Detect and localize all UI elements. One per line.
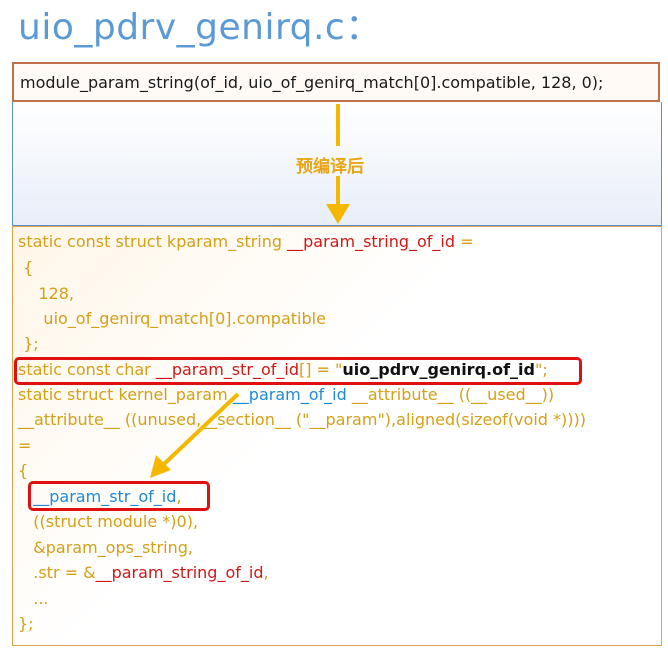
highlight-box-declaration xyxy=(14,357,582,385)
code-attribute: __attribute__ ((__used__)) xyxy=(346,385,555,404)
highlight-box-reference xyxy=(28,481,210,511)
code-keyword: static const char xyxy=(18,360,156,379)
code-line-13: &param_ops_string, xyxy=(18,538,193,557)
code-line-4: uio_of_genirq_match[0].compatible xyxy=(18,309,326,328)
code-line-7: static struct kernel_param __param_of_id… xyxy=(18,385,554,404)
source-line-box: module_param_string(of_id, uio_of_genirq… xyxy=(12,62,660,102)
code-line-16: }; xyxy=(18,614,34,633)
code-punct: "; xyxy=(535,360,548,379)
code-keyword: static struct kernel_param xyxy=(18,385,233,404)
code-identifier: __param_of_id xyxy=(232,385,347,404)
code-punct: [] = " xyxy=(298,360,343,379)
code-punct: = xyxy=(455,232,474,251)
code-line-3: 128, xyxy=(18,284,74,303)
code-identifier: __param_string_of_id xyxy=(95,563,264,582)
expanded-code-box xyxy=(12,226,662,646)
code-punct: , xyxy=(176,487,182,506)
code-line-14: .str = &__param_string_of_id, xyxy=(18,563,269,582)
code-line-10: { xyxy=(18,461,29,480)
code-line-11: __param_str_of_id, xyxy=(18,487,182,506)
code-line-1: static const struct kparam_string __para… xyxy=(18,232,474,251)
code-line-2: { xyxy=(18,258,34,277)
code-identifier: __param_str_of_id xyxy=(155,360,299,379)
source-line: module_param_string(of_id, uio_of_genirq… xyxy=(20,72,604,92)
code-keyword: .str = & xyxy=(18,563,96,582)
code-punct: , xyxy=(263,563,269,582)
code-identifier: __param_str_of_id xyxy=(33,487,177,506)
code-line-8: __attribute__ ((unused,__section__ ("__p… xyxy=(18,410,586,429)
code-keyword: static const struct kparam_string xyxy=(18,232,288,251)
code-line-5: }; xyxy=(18,334,39,353)
arrow-label: 预编译后 xyxy=(296,157,364,177)
code-line-9: = xyxy=(18,436,32,455)
code-line-6: static const char __param_str_of_id[] = … xyxy=(18,360,548,379)
code-line-12: ((struct module *)0), xyxy=(18,512,199,531)
code-identifier: __param_string_of_id xyxy=(287,232,456,251)
page-title: uio_pdrv_genirq.c： xyxy=(18,7,382,48)
code-line-15: ... xyxy=(18,589,49,608)
code-string: uio_pdrv_genirq.of_id xyxy=(342,360,535,379)
